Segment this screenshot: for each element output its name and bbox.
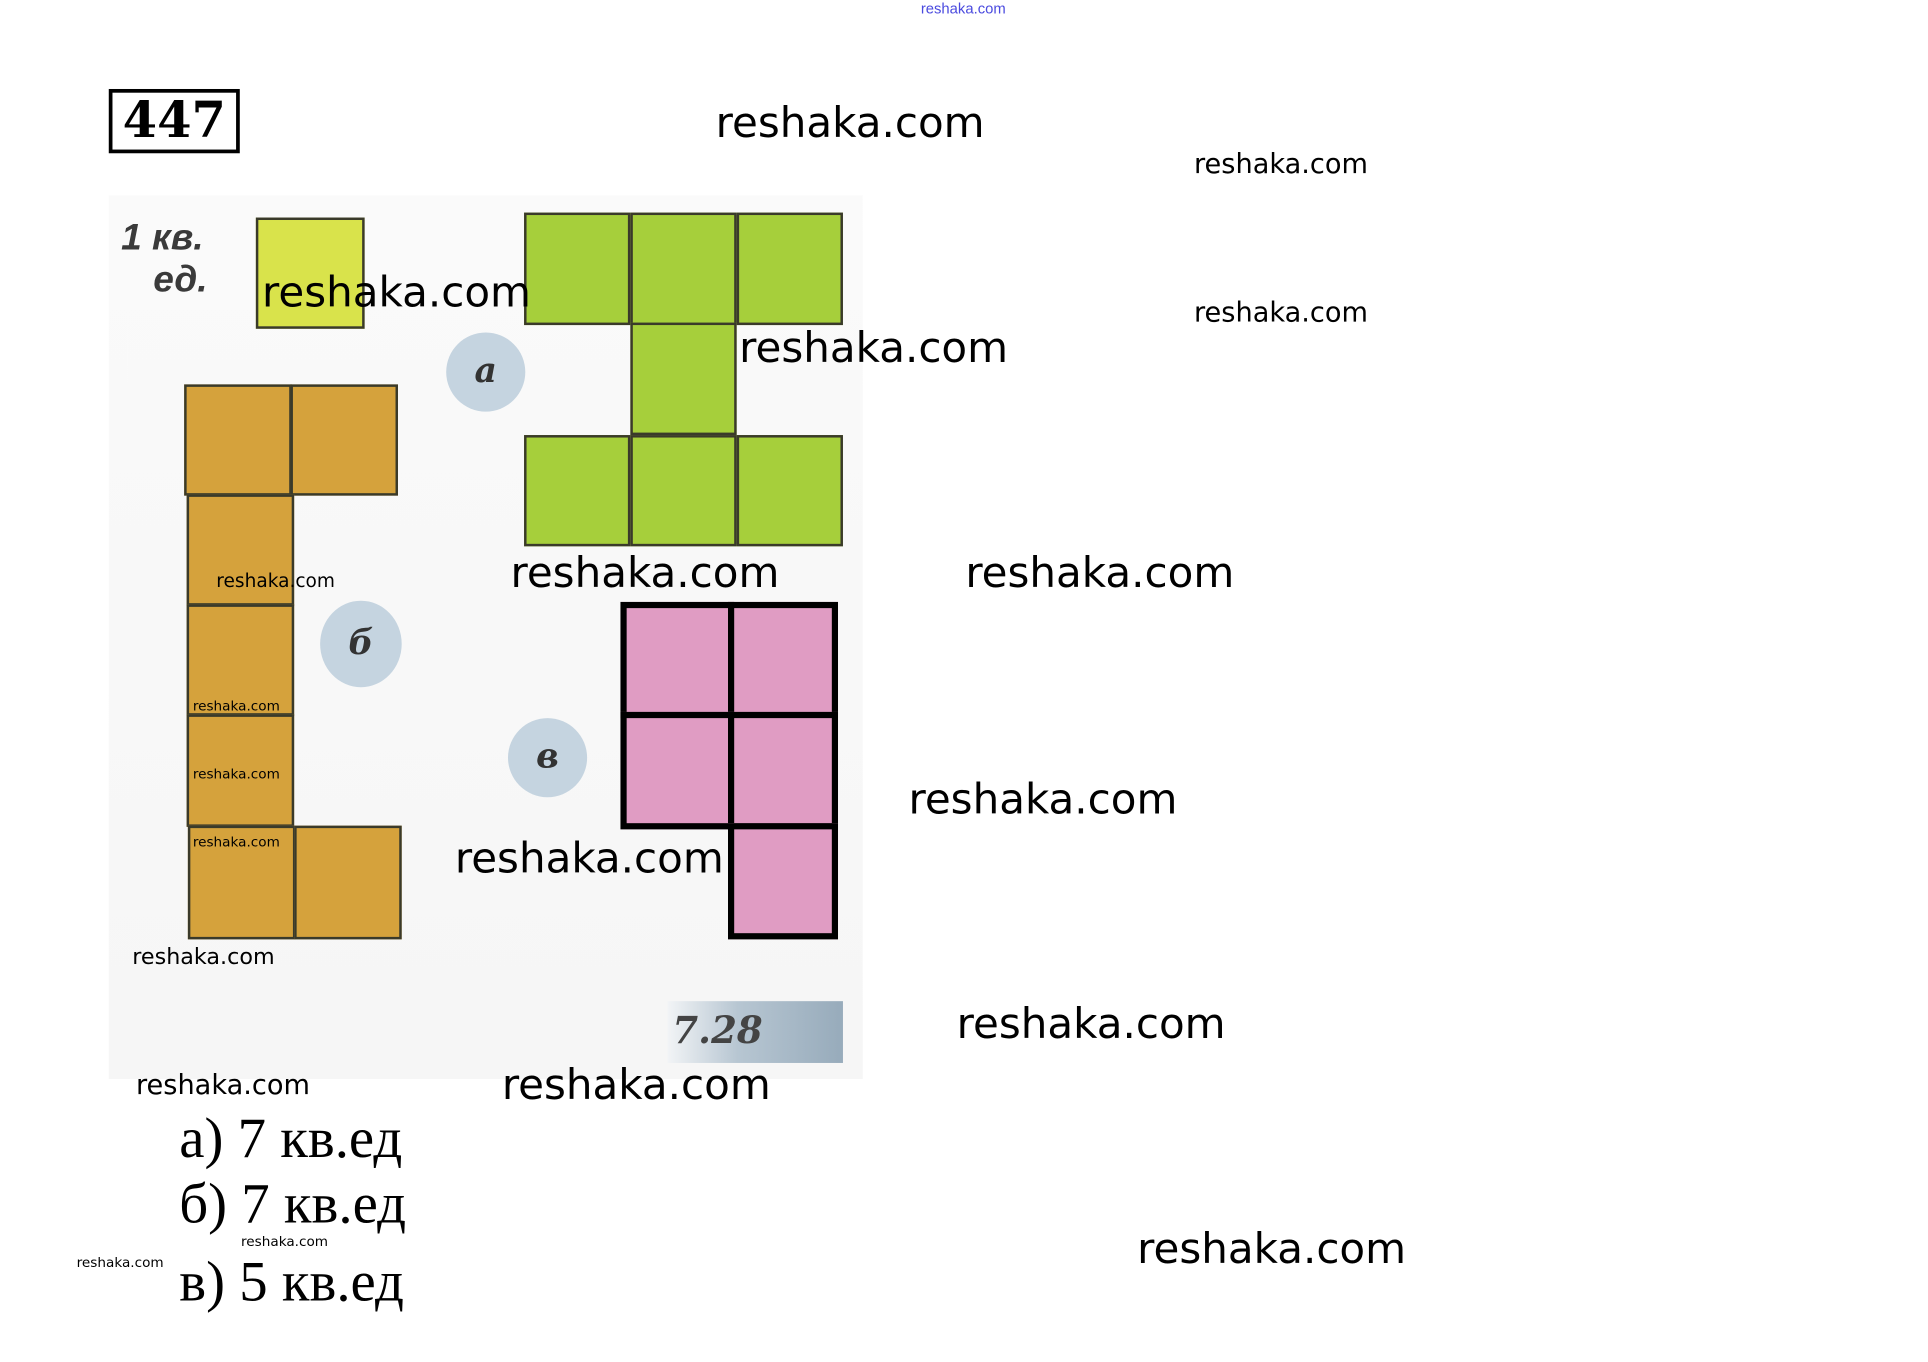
- watermark: reshaka.com: [715, 98, 985, 149]
- watermark: reshaka.com: [965, 548, 1235, 599]
- watermark: reshaka.com: [739, 323, 1009, 374]
- watermark: reshaka.com: [510, 548, 780, 599]
- figure-label-a: а: [446, 332, 526, 412]
- watermark: reshaka.com: [132, 944, 275, 971]
- grid-cell: [630, 212, 737, 326]
- watermark: reshaka.com: [1137, 1224, 1407, 1275]
- header-watermark: reshaka.com: [920, 0, 1006, 18]
- watermark: reshaka.com: [241, 1233, 329, 1250]
- grid-cell: [186, 604, 295, 716]
- figure-label-v: в: [507, 718, 588, 798]
- watermark: reshaka.com: [908, 774, 1178, 825]
- grid-cell: [630, 435, 737, 547]
- grid-cell: [186, 494, 295, 606]
- watermark: reshaka.com: [956, 999, 1226, 1050]
- watermark: reshaka.com: [76, 1254, 164, 1271]
- grid-cell: [630, 322, 737, 436]
- grid-cell: [736, 212, 843, 326]
- watermark: reshaka.com: [192, 834, 280, 851]
- figure-label-b: б: [320, 600, 402, 688]
- grid-cell: [728, 823, 839, 940]
- grid-cell: [524, 435, 631, 547]
- grid-cell: [620, 711, 735, 830]
- answer-a: а) 7 кв.ед: [179, 1106, 403, 1170]
- grid-cell: [187, 825, 296, 940]
- grid-cell: [186, 714, 295, 827]
- unit-label: 1 кв.ед.: [121, 218, 207, 302]
- grid-cell: [728, 601, 839, 719]
- unit-label-line2: ед.: [153, 259, 208, 301]
- watermark: reshaka.com: [454, 834, 724, 884]
- answer-b: б) 7 кв.ед: [179, 1171, 407, 1235]
- answer-v: в) 5 кв.ед: [179, 1249, 404, 1313]
- grid-cell: [294, 825, 402, 940]
- grid-cell: [184, 384, 292, 496]
- watermark: reshaka.com: [262, 268, 531, 318]
- grid-cell: [736, 435, 843, 547]
- unit-square: [255, 217, 365, 329]
- grid-cell: [620, 601, 735, 719]
- watermark: reshaka.com: [135, 1070, 311, 1102]
- watermark: reshaka.com: [192, 766, 280, 783]
- figure-number: 7.28: [667, 1001, 843, 1063]
- watermark: reshaka.com: [192, 698, 280, 715]
- grid-cell: [524, 212, 631, 326]
- task-number: 447: [108, 88, 240, 154]
- watermark: reshaka.com: [216, 569, 335, 593]
- watermark: reshaka.com: [1193, 297, 1369, 329]
- unit-label-line1: 1 кв.: [121, 217, 204, 259]
- watermark: reshaka.com: [1193, 149, 1369, 181]
- grid-cell: [728, 711, 839, 830]
- watermark: reshaka.com: [501, 1060, 771, 1110]
- grid-cell: [290, 384, 398, 496]
